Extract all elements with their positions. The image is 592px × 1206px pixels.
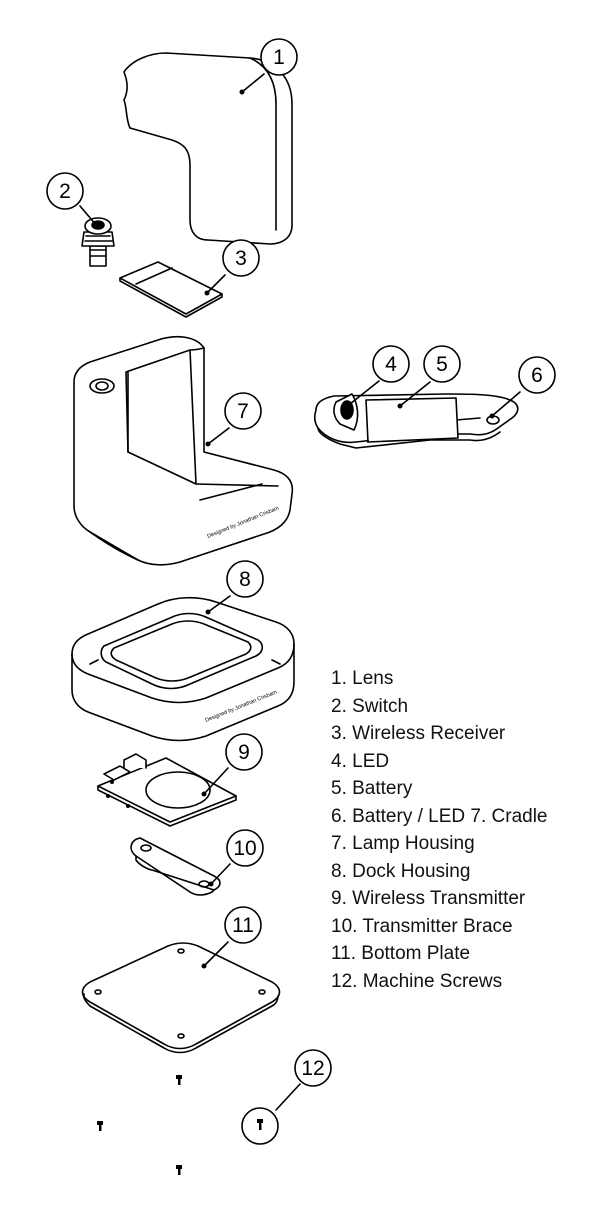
callout-5: 5 — [423, 345, 461, 383]
callouts: 1 2 3 4 5 6 7 8 9 10 11 12 — [46, 38, 556, 1145]
machine-screw — [176, 1075, 182, 1085]
svg-text:4: 4 — [385, 353, 397, 376]
svg-text:3: 3 — [235, 247, 247, 270]
svg-text:10: 10 — [233, 837, 256, 860]
callout-6: 6 — [518, 356, 556, 394]
legend-item: 11. Bottom Plate — [331, 943, 471, 964]
legend-item: 2. Switch — [331, 695, 409, 717]
callout-3: 3 — [222, 239, 260, 277]
part-bottom-plate — [81, 942, 281, 1054]
machine-screw — [97, 1121, 103, 1131]
part-lamp-housing: Designed by Jonathan Crisbam — [73, 335, 294, 566]
legend-item: 8. Dock Housing — [331, 860, 471, 882]
part-wireless-receiver — [119, 261, 223, 318]
svg-text:7: 7 — [237, 400, 249, 423]
callout-9: 9 — [225, 733, 263, 771]
callout-10: 10 — [226, 829, 264, 867]
part-machine-screws — [97, 1075, 262, 1175]
callout-11: 11 — [224, 906, 262, 944]
machine-screw — [176, 1165, 182, 1175]
legend-item: 9. Wireless Transmitter — [331, 888, 526, 909]
part-battery-led-cradle — [313, 393, 519, 449]
svg-text:12: 12 — [301, 1057, 324, 1080]
part-wireless-transmitter — [97, 753, 237, 827]
parts-legend: 1. Lens 2. Switch 3. Wireless Receiver 4… — [331, 665, 548, 995]
svg-text:2: 2 — [59, 180, 71, 203]
legend-item: 12. Machine Screws — [331, 970, 503, 992]
svg-text:5: 5 — [436, 353, 448, 376]
callout-1: 1 — [260, 38, 298, 76]
svg-text:6: 6 — [531, 364, 543, 387]
svg-text:9: 9 — [238, 741, 250, 764]
legend-item: 4. LED — [331, 750, 390, 772]
callout-7: 7 — [224, 392, 262, 430]
svg-text:1: 1 — [273, 46, 285, 69]
screw-detail-circle — [241, 1107, 279, 1145]
legend-item: 7. Lamp Housing — [331, 833, 475, 854]
svg-text:11: 11 — [232, 914, 254, 937]
legend-item: 10. Transmitter Brace — [331, 915, 513, 937]
callout-12: 12 — [294, 1049, 332, 1087]
legend-item: 6. Battery / LED 7. Cradle — [331, 805, 548, 827]
callout-8: 8 — [226, 560, 264, 598]
callout-2: 2 — [46, 172, 84, 210]
legend-item: 1. Lens — [331, 668, 394, 689]
leader-lines — [79, 73, 521, 1111]
svg-text:8: 8 — [239, 568, 251, 591]
legend-item: 3. Wireless Receiver — [331, 723, 506, 744]
callout-4: 4 — [372, 345, 410, 383]
part-transmitter-brace — [130, 837, 221, 896]
part-lens — [123, 52, 293, 245]
legend-item: 5. Battery — [331, 778, 413, 799]
part-dock-housing: Designed by Jonathan Crisbam — [71, 596, 295, 742]
